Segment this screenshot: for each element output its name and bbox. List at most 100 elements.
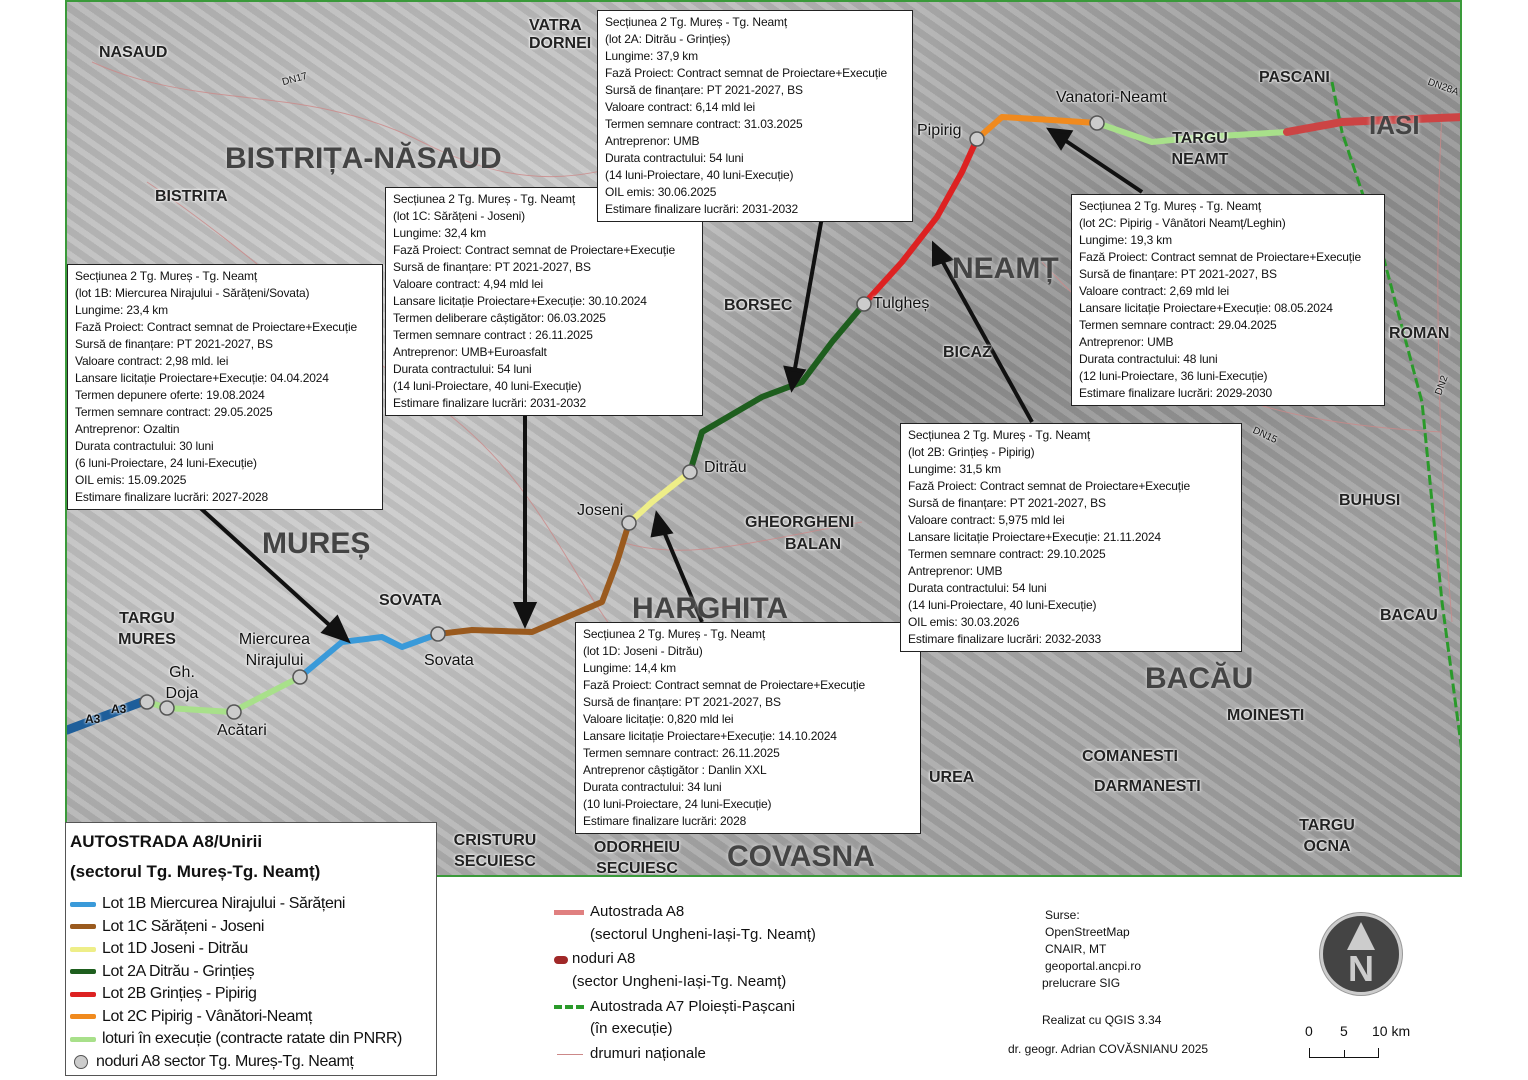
a7-line-icon [554, 1005, 584, 1009]
info-line: Secțiunea 2 Tg. Mureș - Tg. Neamț [583, 627, 766, 641]
legend-title: AUTOSTRADA A8/Unirii [70, 832, 263, 851]
info-box-lot-2b: Secțiunea 2 Tg. Mureș - Tg. Neamț(lot 2B… [900, 423, 1242, 652]
info-line: Fază Proiect: Contract semnat de Proiect… [908, 479, 1191, 493]
north-label: N [1348, 948, 1374, 989]
a7-route [1330, 81, 1460, 749]
node-label: Vanatori-Neamt [1056, 89, 1167, 106]
a8-line-icon [554, 910, 584, 915]
info-line: Sursă de finanțare: PT 2021-2027, BS [583, 695, 781, 709]
info-line: Lansare licitație Proiectare+Execuție: 0… [75, 371, 329, 385]
callout-arrow [195, 503, 339, 634]
node-label: Ditrău [704, 459, 747, 476]
city-label: BALAN [785, 536, 841, 553]
info-line: Termen semnare contract: 29.04.2025 [1079, 318, 1277, 332]
info-line: Valoare contract: 5,975 mld lei [908, 513, 1065, 527]
north-arrow-icon: N [1320, 913, 1402, 995]
qgis-credit: Realizat cu QGIS 3.34 [1042, 1013, 1162, 1027]
info-line: Antreprenor: Ozaltin [75, 422, 180, 436]
info-line: Lungime: 14,4 km [583, 661, 676, 675]
info-line: Lansare licitație Proiectare+Execuție: 0… [1079, 301, 1333, 315]
info-line: Termen semnare contract: 26.11.2025 [583, 746, 780, 760]
info-line: Termen semnare contract: 29.05.2025 [75, 405, 273, 419]
legend-item-nodes: noduri A8 sector Tg. Mureș-Tg. Neamț [70, 1051, 432, 1074]
city-label: VATRA DORNEI [529, 17, 592, 52]
legend-a7-sub: (în execuție) [590, 1020, 673, 1037]
legend-item-label: Lot 2A Ditrău - Grințieș [102, 962, 255, 980]
legend-item: loturi în execuție (contracte ratate din… [70, 1028, 432, 1051]
info-line: Valoare contract: 2,69 mld lei [1079, 284, 1230, 298]
info-box-lot-2a: Secțiunea 2 Tg. Mureș - Tg. Neamț(lot 2A… [597, 10, 913, 222]
info-line: (10 luni-Proiectare, 24 luni-Execuție) [583, 797, 772, 811]
legend-item: Lot 2C Pipirig - Vânători-Neamț [70, 1006, 432, 1029]
a8-east-route [1283, 113, 1460, 136]
info-line: Fază Proiect: Contract semnat de Proiect… [393, 243, 676, 257]
info-line: Estimare finalizare lucrări: 2031-2032 [393, 396, 587, 410]
info-line: Estimare finalizare lucrări: 2027-2028 [75, 490, 269, 504]
city-label: BUHUSI [1339, 492, 1401, 509]
info-line: Sursă de finanțare: PT 2021-2027, BS [605, 83, 803, 97]
city-label: GHEORGHENI [745, 514, 855, 531]
legend-item: Lot 1C Sărățeni - Joseni [70, 916, 432, 939]
info-line: Estimare finalizare lucrări: 2029-2030 [1079, 386, 1273, 400]
national-road [621, 521, 863, 551]
line-swatch-icon [70, 1036, 96, 1042]
node-marker [682, 464, 698, 480]
source-line: prelucrare SIG [1042, 976, 1121, 990]
legend-item: Lot 1B Miercurea Nirajului - Sărățeni [70, 893, 432, 916]
info-line: Durata contractului: 54 luni [908, 581, 1047, 595]
legend-item: Lot 2B Grințieș - Pipirig [70, 983, 432, 1006]
info-line: Durata contractului: 48 luni [1079, 352, 1218, 366]
city-label: COMANESTI [1082, 748, 1178, 765]
city-label: TARGU MURES [118, 610, 176, 648]
node-marker [969, 131, 985, 147]
info-line: Lansare licitație Proiectare+Execuție: 1… [583, 729, 837, 743]
info-line: (14 luni-Proiectare, 40 luni-Execuție) [908, 598, 1097, 612]
city-label: BACAU [1380, 607, 1438, 624]
info-line: Durata contractului: 54 luni [605, 151, 744, 165]
lot-2a-route [687, 301, 867, 475]
legend-a8-nodes-sub: (sector Ungheni-Iași-Tg. Neamț) [572, 973, 787, 990]
info-line: Estimare finalizare lucrări: 2028 [583, 814, 747, 828]
node-marker [1089, 115, 1105, 131]
info-line: (12 luni-Proiectare, 36 luni-Execuție) [1079, 369, 1268, 383]
city-label: ODORHEIU SECUIESC [593, 839, 681, 877]
info-line: (6 luni-Proiectare, 24 luni-Execuție) [75, 456, 257, 470]
lot-execution-east [1094, 120, 1290, 145]
scale-tick [1344, 1050, 1345, 1058]
info-line: Durata contractului: 30 luni [75, 439, 214, 453]
node-label: Gh. Doja [165, 664, 199, 702]
legend-dn: drumuri naționale [590, 1045, 706, 1062]
info-line: Fază Proiect: Contract semnat de Proiect… [605, 66, 888, 80]
node-label: Acătari [217, 722, 267, 739]
line-swatch-icon [70, 1014, 96, 1020]
info-line: (lot 1C: Sărățeni - Joseni) [393, 209, 526, 223]
info-line: Antreprenor: UMB [605, 134, 700, 148]
source-line: geoportal.ancpi.ro [1045, 959, 1142, 973]
road-label: A3 [111, 702, 127, 716]
info-line: Sursă de finanțare: PT 2021-2027, BS [1079, 267, 1277, 281]
city-label: IASI [1369, 110, 1420, 140]
info-box-lot-1c: Secțiunea 2 Tg. Mureș - Tg. Neamț(lot 1C… [385, 187, 703, 416]
city-label: TARGU NEAMT [1171, 130, 1229, 168]
map-canvas[interactable]: BISTRIȚA-NĂSAUD MUREȘ HARGHITA BACĂU COV… [65, 0, 1462, 877]
info-line: Antreprenor: UMB+Euroasfalt [393, 345, 547, 359]
info-line: Lungime: 31,5 km [908, 462, 1001, 476]
node-label: Sovata [424, 652, 474, 669]
info-line: Estimare finalizare lucrări: 2031-2032 [605, 202, 799, 216]
region-label: NEAMȚ [952, 252, 1059, 285]
legend-a8-sub: (sectorul Ungheni-Iași-Tg. Neamț) [590, 926, 816, 943]
legend-item-label: Lot 1D Joseni - Ditrău [102, 940, 248, 958]
legend-item-label: Lot 2B Grințieș - Pipirig [102, 985, 257, 1003]
legend-item-label: Lot 2C Pipirig - Vânători-Neamț [102, 1007, 312, 1025]
node-marker [856, 296, 872, 312]
info-line: OIL emis: 30.03.2026 [908, 615, 1020, 629]
lot-2c-route [974, 114, 1100, 142]
info-line: Termen semnare contract : 26.11.2025 [393, 328, 593, 342]
legend-item-label: Lot 1C Sărățeni - Joseni [102, 917, 265, 935]
node-marker [159, 700, 175, 716]
callout-arrow [938, 256, 1034, 423]
callout-arrow [792, 216, 824, 375]
info-line: Secțiunea 2 Tg. Mureș - Tg. Neamț [908, 428, 1091, 442]
info-line: (14 luni-Proiectare, 40 luni-Execuție) [393, 379, 582, 393]
info-line: (lot 2C: Pipirig - Vânători Neamț/Leghin… [1079, 216, 1286, 230]
